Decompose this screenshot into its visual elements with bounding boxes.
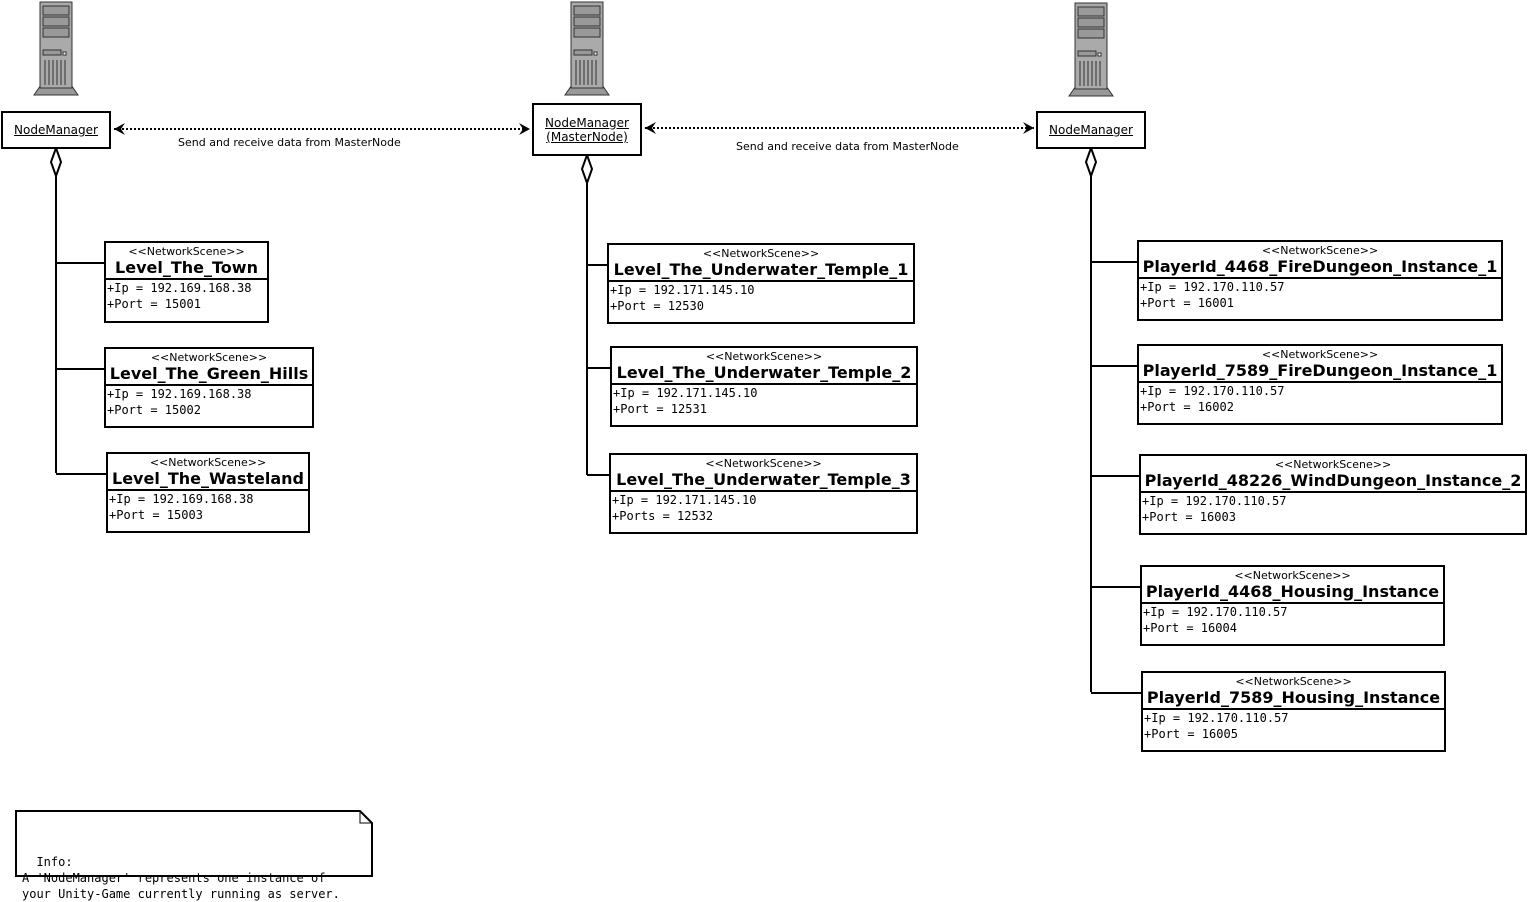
aggregation-diamond-icon xyxy=(1084,145,1098,179)
node-manager-box[interactable]: NodeManager xyxy=(1,111,111,149)
scene-stereotype: <<NetworkScene>> xyxy=(149,456,267,469)
scene-ip: +Ip = 192.169.168.38 xyxy=(107,281,252,295)
scene-port: +Port = 12531 xyxy=(613,402,707,416)
scene-stereotype: <<NetworkScene>> xyxy=(150,351,268,364)
network-scene-box[interactable]: <<NetworkScene>> PlayerId_48226_WindDung… xyxy=(1139,454,1527,535)
node-manager-box[interactable]: NodeManager(MasterNode) xyxy=(532,103,642,156)
scene-stereotype: <<NetworkScene>> xyxy=(1235,675,1352,688)
scene-stereotype: <<NetworkScene>> xyxy=(128,245,245,258)
connector-lines xyxy=(33,1,1141,694)
scene-stereotype: <<NetworkScene>> xyxy=(1261,244,1379,257)
scene-ip: +Ip = 192.170.110.57 xyxy=(1142,494,1287,508)
scene-stereotype: <<NetworkScene>> xyxy=(1274,458,1392,471)
scene-name: Level_The_Green_Hills xyxy=(106,364,312,386)
aggregation-diamond-icon xyxy=(580,152,594,186)
connection-label: Send and receive data from MasterNode xyxy=(736,140,959,153)
scene-stereotype: <<NetworkScene>> xyxy=(1261,348,1379,361)
network-scene-box[interactable]: <<NetworkScene>> PlayerId_4468_Housing_I… xyxy=(1140,565,1445,646)
scene-name: Level_The_Town xyxy=(106,258,267,280)
node-label: NodeManager xyxy=(14,123,98,137)
network-scene-box[interactable]: <<NetworkScene>> Level_The_Underwater_Te… xyxy=(610,346,918,427)
scene-ip: +Ip = 192.171.145.10 xyxy=(612,493,757,507)
scene-name: Level_The_Wasteland xyxy=(108,469,308,491)
scene-stereotype: <<NetworkScene>> xyxy=(702,247,820,260)
scene-ip: +Ip = 192.170.110.57 xyxy=(1143,605,1288,619)
node-subtitle: (MasterNode) xyxy=(546,129,628,144)
scene-ip: +Ip = 192.170.110.57 xyxy=(1144,711,1289,725)
network-scene-box[interactable]: <<NetworkScene>> PlayerId_7589_Housing_I… xyxy=(1141,671,1446,752)
network-scene-box[interactable]: <<NetworkScene>> Level_The_Town +Ip = 19… xyxy=(104,241,269,323)
scene-name: PlayerId_7589_FireDungeon_Instance_1 xyxy=(1139,361,1501,383)
node-label: NodeManager xyxy=(1049,123,1133,137)
scene-ip: +Ip = 192.171.145.10 xyxy=(613,386,758,400)
scene-port: +Port = 16005 xyxy=(1144,727,1238,741)
scene-stereotype: <<NetworkScene>> xyxy=(1234,569,1351,582)
network-scene-box[interactable]: <<NetworkScene>> Level_The_Wasteland +Ip… xyxy=(106,452,310,533)
scene-name: PlayerId_7589_Housing_Instance xyxy=(1143,688,1444,710)
server-icon xyxy=(33,1,79,96)
scene-port: +Port = 16004 xyxy=(1143,621,1237,635)
scene-ip: +Ip = 192.169.168.38 xyxy=(109,492,254,506)
scene-port: +Port = 16002 xyxy=(1140,400,1234,414)
node-label: NodeManager xyxy=(545,115,629,130)
connection-label: Send and receive data from MasterNode xyxy=(178,136,401,149)
scene-ip: +Ip = 192.169.168.38 xyxy=(107,387,252,401)
scene-name: Level_The_Underwater_Temple_3 xyxy=(611,470,916,492)
server-icon xyxy=(564,1,610,96)
network-scene-box[interactable]: <<NetworkScene>> Level_The_Green_Hills +… xyxy=(104,347,314,428)
scene-name: PlayerId_48226_WindDungeon_Instance_2 xyxy=(1141,471,1525,493)
network-scene-box[interactable]: <<NetworkScene>> Level_The_Underwater_Te… xyxy=(607,243,915,324)
scene-name: Level_The_Underwater_Temple_2 xyxy=(612,363,916,385)
scene-port: +Port = 15003 xyxy=(109,508,203,522)
server-icon xyxy=(1068,2,1114,97)
scene-name: Level_The_Underwater_Temple_1 xyxy=(609,260,913,282)
scene-stereotype: <<NetworkScene>> xyxy=(705,457,822,470)
node-manager-box[interactable]: NodeManager xyxy=(1036,111,1146,149)
scene-ip: +Ip = 192.170.110.57 xyxy=(1140,280,1285,294)
scene-port: +Port = 16003 xyxy=(1142,510,1236,524)
scene-port: +Ports = 12532 xyxy=(612,509,714,523)
scene-port: +Port = 15002 xyxy=(107,403,201,417)
scene-ip: +Ip = 192.170.110.57 xyxy=(1140,384,1285,398)
scene-name: PlayerId_4468_Housing_Instance xyxy=(1142,582,1443,604)
note-frame xyxy=(15,810,373,877)
scene-ip: +Ip = 192.171.145.10 xyxy=(610,283,755,297)
network-scene-box[interactable]: <<NetworkScene>> PlayerId_7589_FireDunge… xyxy=(1137,344,1503,425)
scene-name: PlayerId_4468_FireDungeon_Instance_1 xyxy=(1139,257,1501,279)
scene-stereotype: <<NetworkScene>> xyxy=(705,350,823,363)
scene-port: +Port = 12530 xyxy=(610,299,704,313)
network-scene-box[interactable]: <<NetworkScene>> Level_The_Underwater_Te… xyxy=(609,453,918,534)
aggregation-diamond-icon xyxy=(49,145,63,179)
scene-port: +Port = 15001 xyxy=(107,297,201,311)
scene-port: +Port = 16001 xyxy=(1140,296,1234,310)
network-scene-box[interactable]: <<NetworkScene>> PlayerId_4468_FireDunge… xyxy=(1137,240,1503,321)
info-note: Info: A 'NodeManager' represents one ins… xyxy=(15,810,373,901)
